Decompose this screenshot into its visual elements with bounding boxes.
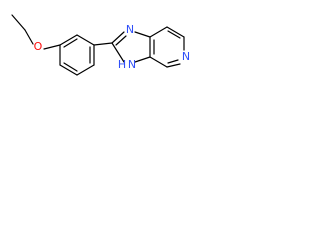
bond-pyridine-double-c [167, 59, 179, 64]
bond-n3-c2 [111, 42, 125, 63]
bond-aryl-c2 [93, 42, 113, 46]
atom-label-oxygen: O [34, 40, 43, 53]
bond-benzene-double-c [63, 62, 78, 72]
chemical-structure: O N N H N [11, 14, 190, 76]
bond-c7-c6 [166, 26, 185, 38]
bond-n1-c7a [134, 31, 151, 38]
bond-c7a-c7 [149, 26, 168, 38]
atom-label-imidazole-n3: N [128, 58, 136, 71]
bond-c4-c3a [149, 56, 168, 68]
bond-benzene-2 [76, 34, 95, 46]
bond-ethyl-ch3-ch2 [11, 14, 26, 31]
bond-c3a-n3 [134, 56, 151, 63]
atom-label-imidazole-h: H [118, 58, 126, 71]
bond-c2-n1 [111, 31, 125, 44]
bond-o-aryl [43, 44, 61, 50]
bond-pyridine-double-b [167, 30, 181, 39]
atom-label-pyridine-n: N [182, 50, 190, 63]
bond-benzene-4 [76, 64, 95, 76]
bond-c2-n1-double [115, 35, 127, 46]
bond-benzene-5 [59, 64, 78, 76]
atom-label-imidazole-n1: N [126, 23, 134, 36]
bond-n5-c4 [166, 63, 181, 68]
bond-benzene-double-a [63, 38, 78, 48]
bond-benzene-1 [59, 34, 78, 46]
bond-ethyl-ch2-o [24, 29, 34, 45]
